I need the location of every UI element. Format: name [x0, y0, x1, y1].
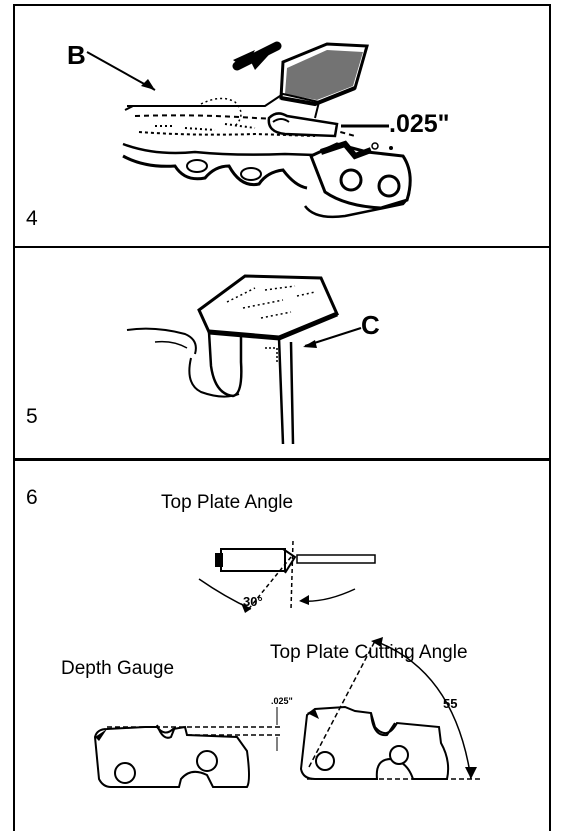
caption-depth-gauge: Depth Gauge — [61, 658, 175, 679]
label-top-plate-angle-value: 30° — [243, 594, 263, 609]
cutter-tooth — [126, 327, 295, 445]
pointer-head-c — [303, 340, 317, 348]
caption-top-plate-cutting-angle: Top Plate Cutting Angle — [270, 642, 468, 663]
top-plate-angle-diagram — [198, 540, 376, 613]
pointer-head-b — [141, 79, 155, 90]
label-c: C — [361, 310, 380, 340]
file-block — [279, 42, 369, 107]
panel-number-5: 5 — [26, 405, 38, 428]
angle-diagrams — [93, 540, 481, 788]
depth-gauge-diagram — [93, 707, 283, 788]
label-cutting-angle-value: 55 — [443, 696, 458, 711]
label-b: B — [67, 40, 86, 70]
label-gap-measurement: .025" — [389, 110, 450, 138]
file-top — [197, 274, 339, 341]
label-depth-gauge-value: .025" — [271, 696, 293, 706]
guide-bar — [124, 92, 321, 119]
panel-number-6: 6 — [26, 486, 38, 509]
panel-5: C 5 — [13, 248, 551, 461]
cutter-corner-illustration — [126, 274, 362, 445]
file-depth-gauge-illustration — [86, 41, 412, 219]
panel-4: B .025" 4 — [13, 4, 551, 248]
caption-top-plate-angle: Top Plate Angle — [161, 492, 294, 513]
cutting-angle-diagram — [299, 637, 481, 780]
panel-number-4: 4 — [26, 207, 38, 230]
panel-6: 6 Top Plate Angle — [13, 461, 551, 831]
saw-chain — [122, 97, 412, 219]
